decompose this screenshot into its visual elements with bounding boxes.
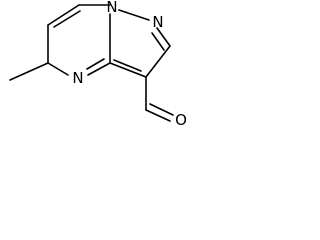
bond-n-pyrazole-c6-double bbox=[151, 32, 165, 51]
bond-c3-n-pyrimidine bbox=[47, 62, 69, 76]
bond-c3-methyl bbox=[9, 62, 49, 81]
bond-cho-o-double bbox=[149, 103, 174, 116]
atom-n-pyrazole: N bbox=[152, 13, 163, 31]
bond-c7-c3a-double bbox=[113, 59, 142, 72]
bond-c1-c2 bbox=[47, 4, 80, 26]
bond-n-bridge-n-pyrazole bbox=[118, 9, 150, 21]
bond-n-pyrazole-c6 bbox=[156, 27, 171, 47]
atom-o-aldehyde: O bbox=[175, 111, 187, 129]
atom-n-bridge: N bbox=[106, 0, 117, 16]
bond-c7-c3a bbox=[109, 62, 147, 78]
bond-n-pyrimidine-c3a-double bbox=[86, 58, 105, 70]
bond-cho-o bbox=[145, 109, 171, 122]
atom-n-pyrimidine: N bbox=[72, 69, 83, 87]
molecule-structure-diagram: N N N O bbox=[9, 0, 187, 129]
bond-n-pyrimidine-c3a bbox=[87, 62, 111, 76]
bond-c1-c2-double bbox=[53, 10, 81, 28]
bond-c6-c7 bbox=[145, 45, 171, 78]
